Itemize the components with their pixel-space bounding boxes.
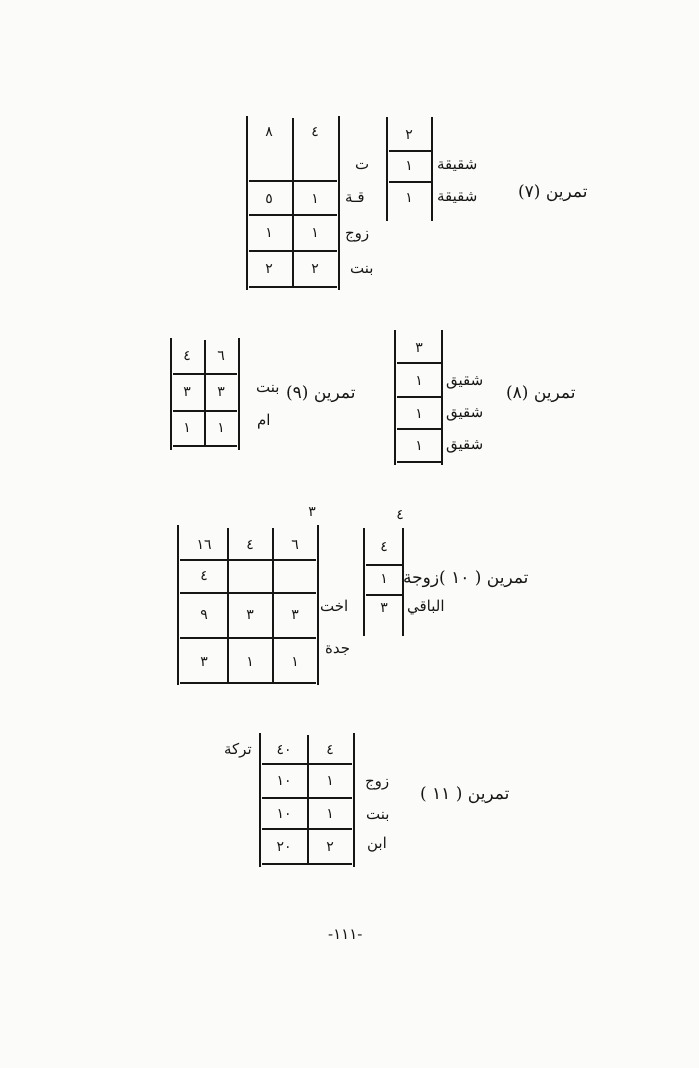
ex8-label-2: شقيق [446, 403, 484, 421]
ex11-cell-r3-c2: ١٠ [276, 806, 292, 822]
ex11-estate: تركة [224, 740, 252, 758]
ex8-cell-3: ١ [415, 406, 423, 422]
ex10-top-small: ٤ [396, 507, 404, 523]
ex8-label-3: شقيق [446, 435, 484, 453]
ex10-label-grandmother: جدة [325, 639, 351, 657]
ex10-big-cell-r3-c1: ٣ [291, 607, 299, 623]
ex8-cell-2: ١ [415, 373, 423, 389]
ex10-big-cell-r4-c1: ١ [291, 654, 299, 670]
ex10-big-cell-r4-c3: ٣ [200, 654, 208, 670]
ex7-big-cell-r5-c2: ٢ [265, 261, 273, 277]
ex7-big-cell-r4-c2: ١ [265, 225, 273, 241]
ex10-big-cell-r1-c3: ١٦ [196, 537, 212, 553]
ex10-title: تمرين ( ١٠ )زوجة [403, 568, 529, 588]
ex9-label-1: بنت [256, 378, 280, 396]
ex7-heir-3: زوج [345, 224, 370, 242]
ex9-label-2: ام [257, 411, 271, 429]
ex9-cell-r3-c1: ١ [217, 420, 225, 436]
ex7-heir-1: ت [355, 155, 370, 173]
ex10-small-cell-1: ٤ [380, 539, 388, 555]
ex7-small-cell-1: ٢ [405, 127, 413, 143]
ex9-cell-r3-c2: ١ [183, 420, 191, 436]
ex7-title: تمرين (٧) [518, 182, 588, 202]
ex9-cell-r2-c1: ٣ [217, 384, 225, 400]
ex7-heir-2: قـة [345, 188, 365, 206]
ex11-cell-r1-c1: ٤ [326, 742, 334, 758]
ex10-big-cell-r3-c2: ٣ [246, 607, 254, 623]
ex7-big-cell-r1-c2: ٨ [265, 124, 273, 140]
ex7-label-1: شقيقة [437, 155, 478, 173]
ex8-label-1: شقيق [446, 371, 484, 389]
ex11-cell-r4-c1: ٢ [326, 839, 334, 855]
ex11-cell-r2-c1: ١ [326, 773, 334, 789]
page-number: -١١١- [328, 925, 363, 943]
ex8-cell-4: ١ [415, 438, 423, 454]
ex10-label-sister: اخت [320, 597, 349, 615]
ex10-top-big: ٣ [308, 504, 316, 520]
ex11-cell-r4-c2: ٢٠ [276, 839, 292, 855]
ex11-cell-r2-c2: ١٠ [276, 773, 292, 789]
ex7-big-cell-r1-c1: ٤ [311, 124, 319, 140]
ex7-small-cell-2: ١ [405, 158, 413, 174]
ex7-big-cell-r5-c1: ٢ [311, 261, 319, 277]
ex11-title: تمرين ( ١١ ) [420, 784, 510, 804]
ex11-cell-r3-c1: ١ [326, 806, 334, 822]
ex9-title: تمرين (٩) [286, 383, 356, 403]
ex10-label-rest: الباقي [407, 597, 445, 615]
ex11-label-2: بنت [366, 805, 390, 823]
ex8-cell-1: ٣ [415, 340, 423, 356]
ex10-big-cell-r1-c1: ٦ [291, 537, 299, 553]
ex9-cell-r1-c1: ٦ [217, 348, 225, 364]
ex9-cell-r1-c2: ٤ [183, 348, 191, 364]
ex11-cell-r1-c2: ٤٠ [276, 742, 292, 758]
ex10-big-cell-r2-c3: ٤ [200, 568, 208, 584]
ex10-big-cell-r3-c3: ٩ [200, 607, 208, 623]
ex7-big-cell-r4-c1: ١ [311, 225, 319, 241]
ex7-heir-4: بنت [350, 259, 374, 277]
ex7-label-2: شقيقة [437, 187, 478, 205]
ex11-label-3: ابن [367, 834, 387, 852]
ex11-label-1: زوج [365, 772, 390, 790]
ex7-small-cell-3: ١ [405, 190, 413, 206]
ex7-big-cell-r3-c1: ١ [311, 191, 319, 207]
ex10-big-cell-r4-c2: ١ [246, 654, 254, 670]
ex7-big-cell-r3-c2: ٥ [265, 191, 273, 207]
ex10-small-cell-2: ١ [380, 571, 388, 587]
ex9-cell-r2-c2: ٣ [183, 384, 191, 400]
ex10-big-cell-r1-c2: ٤ [246, 537, 254, 553]
ex8-title: تمرين (٨) [506, 383, 576, 403]
ex10-small-cell-3: ٣ [380, 600, 388, 616]
